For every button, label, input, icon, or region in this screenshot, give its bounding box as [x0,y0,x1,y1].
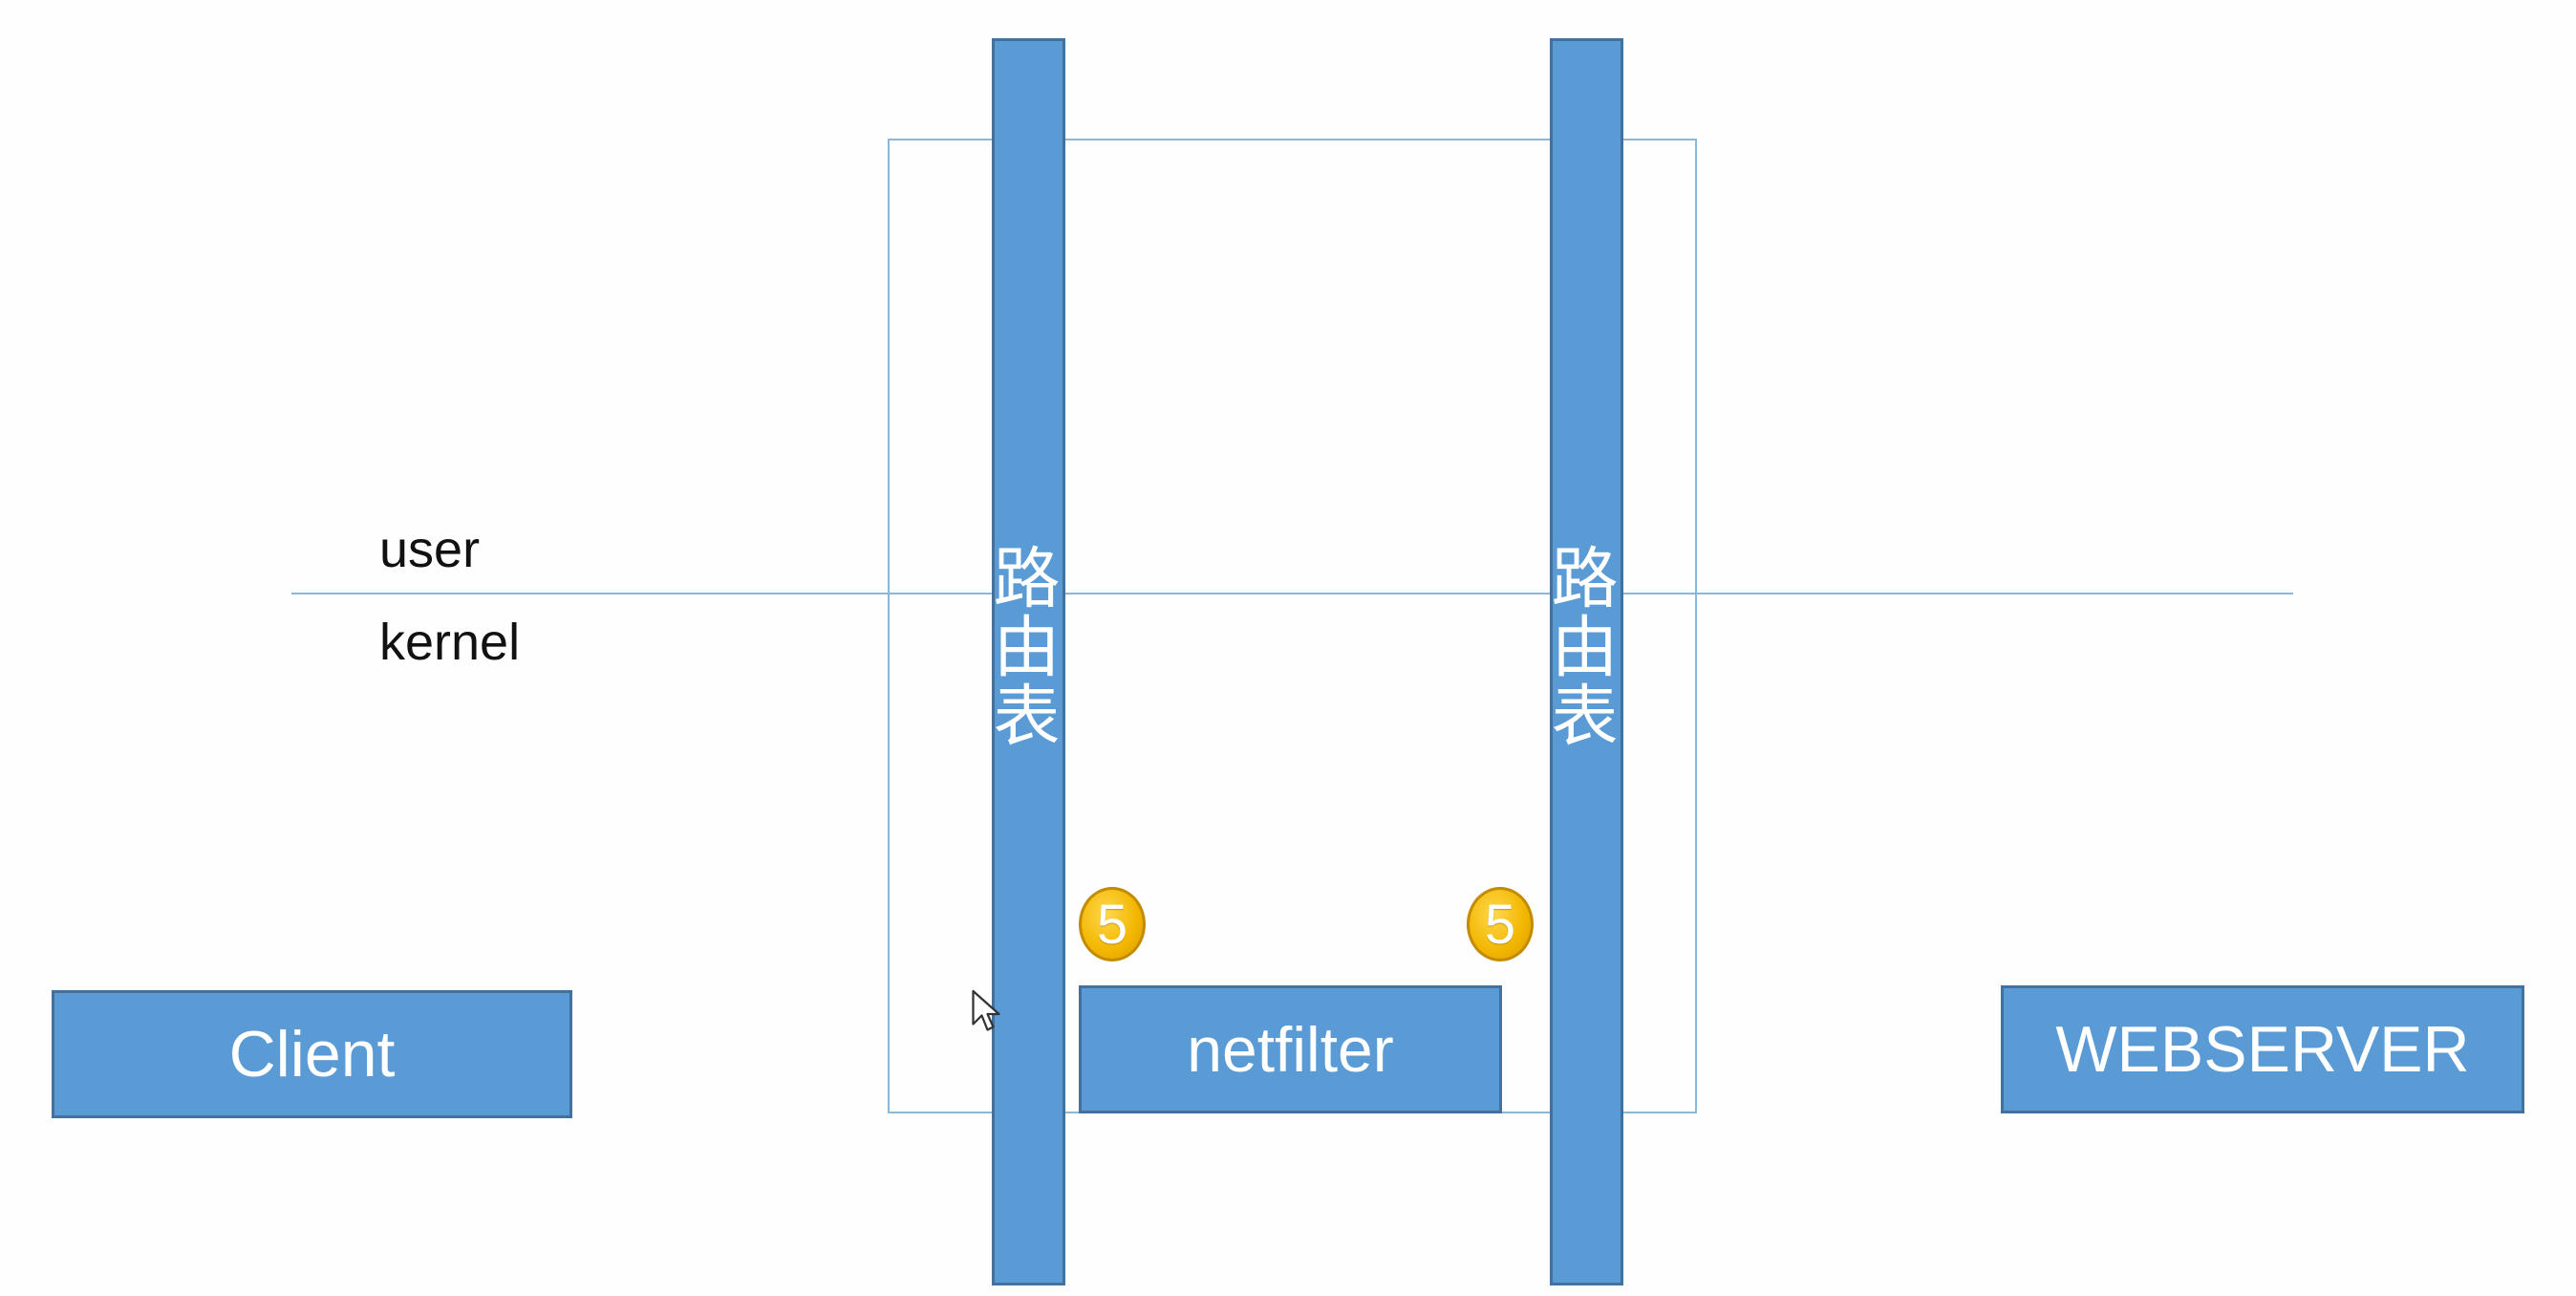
routing-table-right: 路由表 [1540,38,1623,1285]
webserver-box: WEBSERVER [2001,985,2524,1113]
step-badge-left-label: 5 [1096,893,1128,956]
user-space-label: user [379,521,481,578]
step-badge-right: 5 [1467,887,1534,961]
client-label: Client [228,1018,396,1091]
routing-table-right-label: 路由表 [1540,543,1619,749]
step-badge-left: 5 [1079,887,1146,961]
netfilter-label: netfilter [1187,1014,1394,1085]
routing-table-left: 路由表 [982,38,1065,1285]
mouse-pointer-icon [972,989,1000,1031]
kernel-space-label: kernel [379,614,521,671]
webserver-label: WEBSERVER [2055,1013,2470,1086]
routing-table-left-label: 路由表 [982,543,1061,749]
user-kernel-divider [291,593,2293,594]
netfilter-box: netfilter [1079,985,1502,1113]
client-box: Client [52,990,572,1118]
step-badge-right-label: 5 [1484,893,1516,956]
